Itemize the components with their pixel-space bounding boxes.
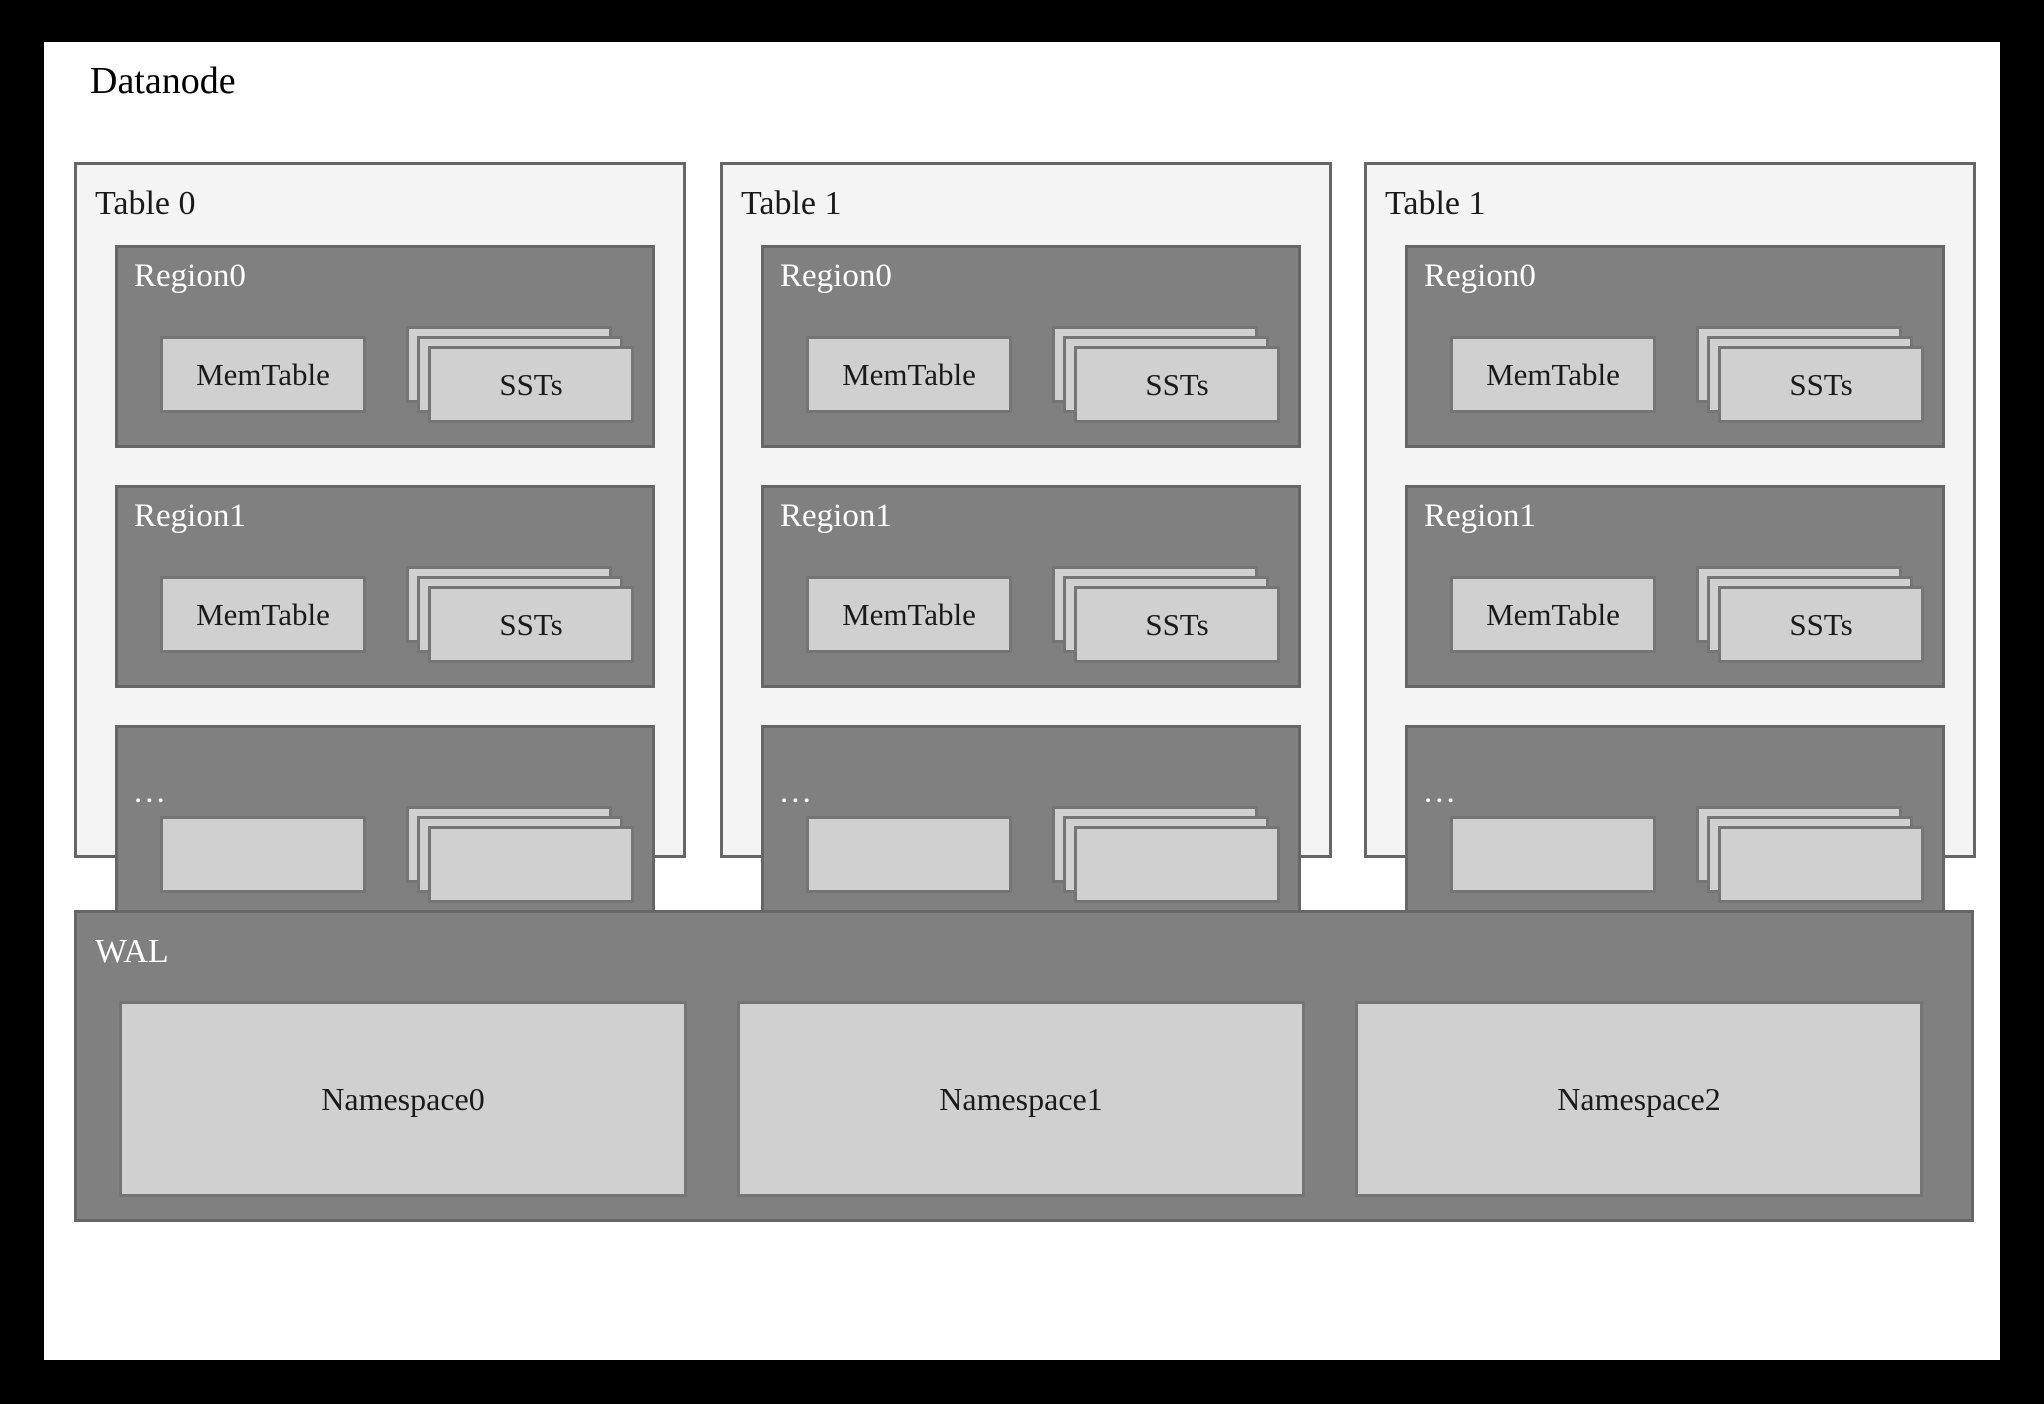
memtable-box-1-0[interactable]: MemTable <box>806 336 1012 413</box>
region-box-1-2[interactable]: ... <box>761 725 1301 928</box>
sst-stack-0-0[interactable]: SSTs <box>406 326 634 426</box>
memtable-box-0-2[interactable] <box>160 816 366 893</box>
region-label-0-2: ... <box>134 774 168 810</box>
table-panel-1[interactable]: Table 1 Region0 MemTable SSTs Region1 Me… <box>720 162 1332 928</box>
region-box-2-1[interactable]: Region1 MemTable SSTs <box>1405 485 1945 688</box>
sst-sheet-front[interactable]: SSTs <box>1718 586 1924 663</box>
region-label-0-0: Region0 <box>134 258 246 294</box>
sst-stack-0-1[interactable]: SSTs <box>406 566 634 666</box>
memtable-box-2-1[interactable]: MemTable <box>1450 576 1656 653</box>
region-label-0-1: Region1 <box>134 498 246 534</box>
namespace-box-2[interactable]: Namespace2 <box>1355 1001 1923 1197</box>
region-label-2-0: Region0 <box>1424 258 1536 294</box>
tables-row: Table 0 Region0 MemTable SSTs Region1 Me… <box>74 162 1976 928</box>
sst-stack-1-0[interactable]: SSTs <box>1052 326 1280 426</box>
sst-stack-2-1[interactable]: SSTs <box>1696 566 1924 666</box>
region-box-1-1[interactable]: Region1 MemTable SSTs <box>761 485 1301 688</box>
datanode-title: Datanode <box>90 60 236 102</box>
region-box-0-0[interactable]: Region0 MemTable SSTs <box>115 245 655 448</box>
memtable-box-0-0[interactable]: MemTable <box>160 336 366 413</box>
wal-label: WAL <box>95 933 169 970</box>
memtable-box-2-0[interactable]: MemTable <box>1450 336 1656 413</box>
memtable-box-0-1[interactable]: MemTable <box>160 576 366 653</box>
sst-sheet-front[interactable] <box>1718 826 1924 903</box>
diagram-canvas: Datanode Table 0 Region0 MemTable SSTs R… <box>44 42 2000 1360</box>
memtable-box-1-2[interactable] <box>806 816 1012 893</box>
region-box-2-2[interactable]: ... <box>1405 725 1945 928</box>
region-label-2-2: ... <box>1424 774 1458 810</box>
region-label-2-1: Region1 <box>1424 498 1536 534</box>
wal-section[interactable]: WAL Namespace0 Namespace1 Namespace2 <box>74 910 1974 1222</box>
sst-sheet-front[interactable]: SSTs <box>428 346 634 423</box>
namespace-box-1[interactable]: Namespace1 <box>737 1001 1305 1197</box>
table-label-1: Table 1 <box>741 185 842 222</box>
sst-sheet-front[interactable]: SSTs <box>1074 586 1280 663</box>
sst-sheet-front[interactable]: SSTs <box>428 586 634 663</box>
region-label-1-0: Region0 <box>780 258 892 294</box>
region-box-1-0[interactable]: Region0 MemTable SSTs <box>761 245 1301 448</box>
sst-sheet-front[interactable]: SSTs <box>1718 346 1924 423</box>
region-label-1-1: Region1 <box>780 498 892 534</box>
memtable-box-2-2[interactable] <box>1450 816 1656 893</box>
namespace-box-0[interactable]: Namespace0 <box>119 1001 687 1197</box>
sst-sheet-front[interactable] <box>428 826 634 903</box>
sst-stack-1-2[interactable] <box>1052 806 1280 906</box>
sst-stack-2-2[interactable] <box>1696 806 1924 906</box>
sst-stack-0-2[interactable] <box>406 806 634 906</box>
region-box-0-2[interactable]: ... <box>115 725 655 928</box>
region-box-2-0[interactable]: Region0 MemTable SSTs <box>1405 245 1945 448</box>
sst-sheet-front[interactable]: SSTs <box>1074 346 1280 423</box>
sst-sheet-front[interactable] <box>1074 826 1280 903</box>
region-box-0-1[interactable]: Region1 MemTable SSTs <box>115 485 655 688</box>
memtable-box-1-1[interactable]: MemTable <box>806 576 1012 653</box>
table-panel-0[interactable]: Table 0 Region0 MemTable SSTs Region1 Me… <box>74 162 686 928</box>
table-panel-2[interactable]: Table 1 Region0 MemTable SSTs Region1 Me… <box>1364 162 1976 928</box>
table-label-0: Table 0 <box>95 185 196 222</box>
sst-stack-1-1[interactable]: SSTs <box>1052 566 1280 666</box>
region-label-1-2: ... <box>780 774 814 810</box>
sst-stack-2-0[interactable]: SSTs <box>1696 326 1924 426</box>
table-label-2: Table 1 <box>1385 185 1486 222</box>
